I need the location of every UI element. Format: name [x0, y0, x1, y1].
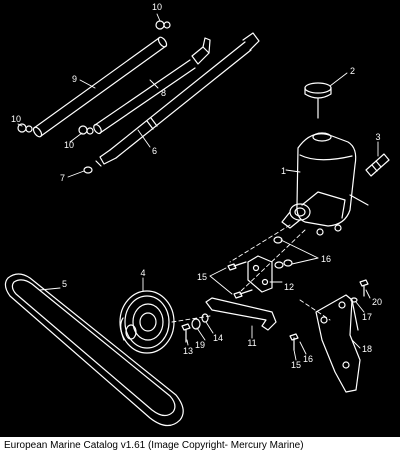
hose-clamps-10: [17, 20, 171, 135]
label-13: 13: [183, 346, 193, 356]
label-20: 20: [372, 297, 382, 307]
label-19: 19: [195, 340, 205, 350]
fitting-7: [83, 166, 93, 174]
label-7: 7: [60, 173, 65, 183]
label-15-upper: 15: [197, 272, 207, 282]
label-6: 6: [152, 146, 157, 156]
label-16-lower: 16: [303, 354, 313, 364]
label-11: 11: [247, 338, 256, 348]
drive-belt-5: [4, 273, 184, 427]
label-2: 2: [350, 66, 355, 76]
label-8: 8: [161, 88, 166, 98]
pulley-4: [119, 290, 175, 354]
leader-lines: [17, 13, 379, 361]
brace-11: [205, 297, 277, 331]
washer-17: [350, 297, 358, 303]
fitting-3: [365, 153, 390, 177]
hose-6: [95, 32, 260, 167]
washers-16: [273, 236, 293, 269]
label-5: 5: [62, 279, 67, 289]
label-10-left: 10: [11, 114, 21, 124]
label-15-lower: 15: [291, 360, 301, 370]
label-14: 14: [213, 333, 223, 343]
hose-9: [32, 36, 168, 138]
exploded-view-drawing: 1 2 3 4 5 6 7 8 9 10 10 10 11 12 13 14 1…: [4, 2, 390, 427]
callout-labels: 1 2 3 4 5 6 7 8 9 10 10 10 11 12 13 14 1…: [11, 2, 382, 370]
assembly-lines: [171, 224, 331, 323]
bolt-13: [181, 323, 191, 343]
label-9: 9: [72, 74, 77, 84]
washer-19: [191, 318, 201, 330]
label-1: 1: [281, 166, 286, 176]
power-steering-pump-1: [281, 132, 369, 236]
parts-diagram: 1 2 3 4 5 6 7 8 9 10 10 10 11 12 13 14 1…: [4, 2, 390, 427]
hose-8: [93, 37, 211, 135]
label-18: 18: [362, 344, 372, 354]
label-4: 4: [140, 268, 145, 278]
reservoir-cap-2: [304, 82, 332, 119]
label-10-middle: 10: [64, 140, 74, 150]
bracket-18: [315, 294, 361, 393]
bolt-20: [359, 279, 369, 297]
bracket-12: [247, 255, 273, 293]
label-10-top: 10: [152, 2, 162, 12]
washer-14: [201, 313, 209, 323]
bolts-15: [227, 261, 299, 351]
label-16-upper: 16: [321, 254, 331, 264]
label-12: 12: [284, 282, 294, 292]
label-17: 17: [362, 312, 372, 322]
image-caption: European Marine Catalog v1.61 (Image Cop…: [0, 437, 400, 454]
label-3: 3: [375, 132, 380, 142]
